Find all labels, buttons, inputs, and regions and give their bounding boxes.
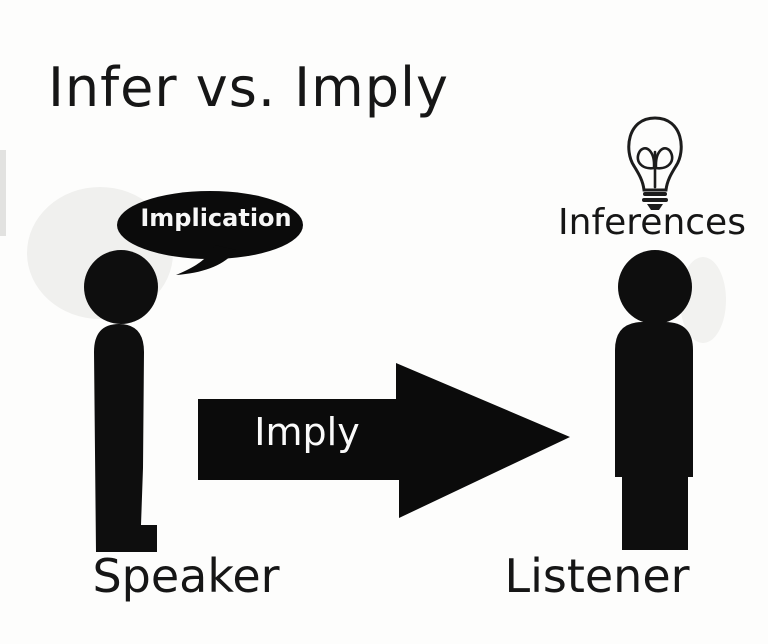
sprout-leaf-right	[654, 147, 674, 170]
sprout-leaf-left	[636, 147, 656, 170]
speaker-figure	[84, 250, 158, 552]
listener-halo	[680, 257, 726, 343]
speaker-label: Speaker	[92, 549, 280, 603]
speech-bubble-tail	[176, 245, 236, 275]
speech-bubble-ellipse	[117, 191, 303, 259]
speaker-head	[84, 250, 158, 324]
left-edge-artifact	[0, 150, 6, 236]
listener-label: Listener	[504, 549, 690, 603]
right-arrow-icon	[198, 363, 570, 518]
listener-figure	[615, 250, 693, 550]
bulb-base-tip	[647, 204, 663, 210]
lightbulb-sprout-icon	[627, 116, 683, 210]
speech-bubble-icon	[117, 191, 303, 275]
speech-bubble-label: Implication	[140, 204, 292, 232]
listener-head	[618, 250, 692, 324]
listener-torso	[615, 322, 693, 477]
listener-legs	[622, 477, 688, 550]
page-title: Infer vs. Imply	[48, 56, 449, 119]
bulb-glass	[627, 116, 683, 192]
speaker-body	[94, 324, 157, 552]
imply-arrow-label: Imply	[254, 410, 360, 454]
inferences-label: Inferences	[558, 202, 746, 243]
